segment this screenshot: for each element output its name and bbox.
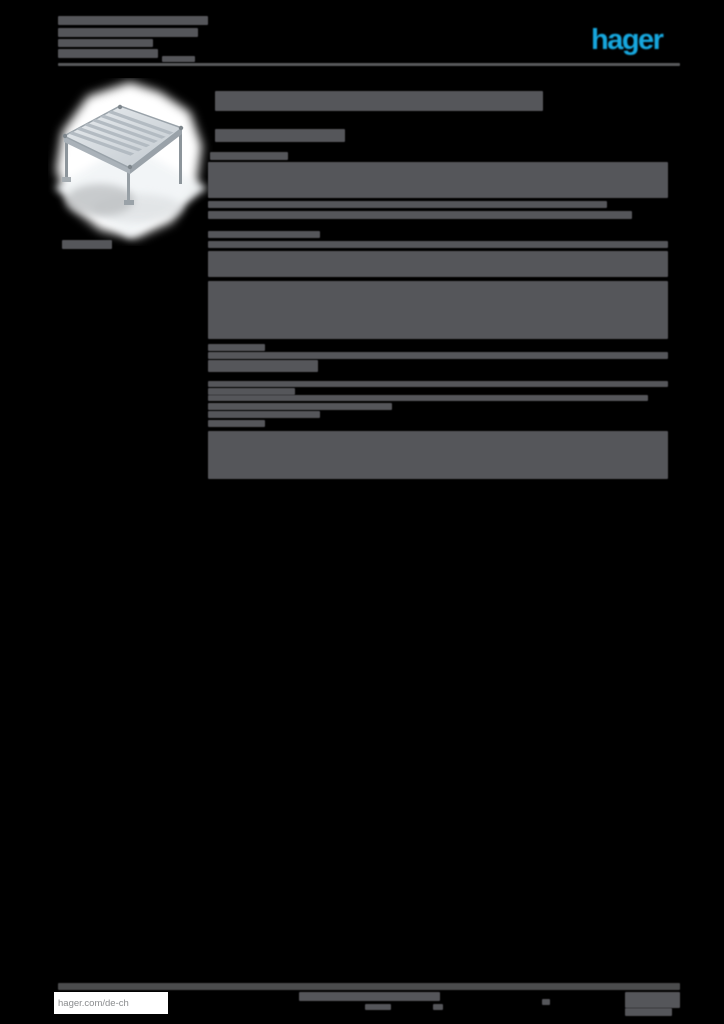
text-line — [208, 352, 668, 359]
text-line — [208, 201, 607, 208]
text-line — [208, 395, 648, 401]
floor-box-product-photo — [54, 82, 208, 238]
header-text-line — [58, 39, 153, 47]
paragraph-block — [208, 251, 668, 277]
footer-url-link[interactable]: hager.com/de-ch — [58, 997, 129, 1009]
section-label-bar — [210, 152, 288, 160]
text-line — [208, 211, 632, 219]
header-text-line — [58, 28, 198, 37]
footer-text-fragment — [433, 1004, 443, 1010]
text-line — [208, 420, 265, 427]
footer-url-box: hager.com/de-ch — [54, 992, 168, 1014]
product-title-bar — [215, 91, 543, 111]
footer-text-bar — [299, 992, 440, 1001]
text-line — [208, 411, 320, 418]
paragraph-block — [208, 162, 668, 198]
footer-page-block — [625, 992, 680, 1008]
text-line — [208, 381, 668, 387]
text-line — [208, 241, 668, 248]
text-line — [208, 360, 318, 372]
footer-text-fragment — [542, 999, 550, 1005]
header-rule — [58, 63, 680, 66]
text-line — [208, 403, 392, 410]
header-text-line — [58, 49, 158, 58]
header-text-fragment — [162, 56, 195, 62]
product-ref-bar — [62, 240, 112, 249]
text-line — [208, 231, 320, 238]
dense-text-block — [208, 431, 668, 479]
section-label-bar — [208, 344, 265, 351]
footer-page-block — [625, 1008, 672, 1016]
subtitle-bar — [215, 129, 345, 142]
section-label-bar — [208, 388, 295, 395]
hager-logo: hager — [591, 24, 664, 56]
table-block — [208, 281, 668, 339]
footer-rule — [58, 983, 680, 990]
header-text-line — [58, 16, 208, 25]
footer-text-fragment — [365, 1004, 391, 1010]
